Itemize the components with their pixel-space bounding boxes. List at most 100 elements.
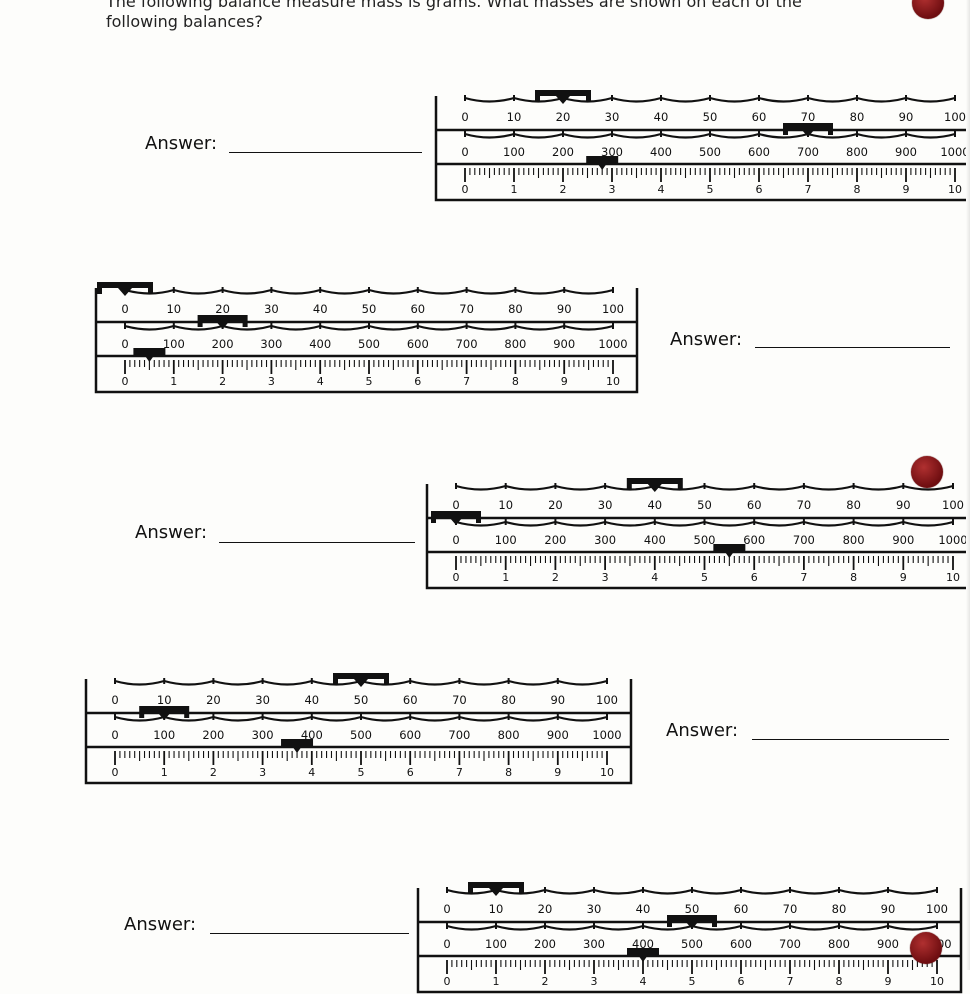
punch-hole-dot <box>911 456 943 488</box>
hundreds-rider[interactable] <box>667 915 717 929</box>
beam-notch-arc <box>654 520 705 527</box>
answer-blank-3[interactable] <box>219 542 415 543</box>
answer-label-5: Answer: <box>124 914 197 935</box>
hundreds-scale-label: 500 <box>681 937 703 951</box>
units-scale-label: 3 <box>259 766 266 779</box>
beam-notch-arc <box>271 324 321 331</box>
beam-notch-arc <box>409 679 460 686</box>
units-scale-label: 10 <box>948 183 962 196</box>
beam-notch-arc <box>455 484 506 491</box>
units-scale-label: 10 <box>930 975 944 988</box>
units-scale-label: 10 <box>606 375 620 388</box>
hundreds-scale-label: 0 <box>452 533 459 547</box>
beam-notch-arc <box>222 324 272 331</box>
beam-notch-arc <box>753 484 805 491</box>
tens-scale-label: 80 <box>850 110 865 124</box>
tens-scale-label: 50 <box>685 902 700 916</box>
units-scale-label: 0 <box>122 375 129 388</box>
tens-scale-label: 60 <box>734 902 749 916</box>
hundreds-rider[interactable] <box>139 706 190 720</box>
hundreds-scale-label: 600 <box>407 337 429 351</box>
hundreds-scale-label: 400 <box>301 728 323 742</box>
beam-notch-arc <box>464 132 515 139</box>
units-rider[interactable] <box>713 544 746 558</box>
instructions-line-2: following balances? <box>106 12 263 31</box>
tens-rider[interactable] <box>468 882 524 896</box>
tens-rider[interactable] <box>626 478 683 492</box>
beam-notch-arc <box>555 484 606 491</box>
units-scale-label: 1 <box>161 766 168 779</box>
beam-notch-arc <box>838 888 889 895</box>
tens-scale-label: 40 <box>313 302 328 316</box>
beam-notch-arc <box>803 520 854 527</box>
tens-scale-label: 50 <box>703 110 718 124</box>
answer-blank-5[interactable] <box>210 933 409 934</box>
beam-notch-arc <box>213 715 263 722</box>
tens-scale-label: 20 <box>206 693 221 707</box>
units-rider[interactable] <box>586 156 619 170</box>
hundreds-scale-label: 100 <box>163 337 185 351</box>
hundreds-scale-label: 800 <box>828 937 850 951</box>
answer-blank-2[interactable] <box>755 347 950 348</box>
tens-rider[interactable] <box>535 90 591 104</box>
beam-notch-arc <box>740 888 791 895</box>
beam-notch-arc <box>114 679 165 686</box>
tens-scale-label: 20 <box>215 302 230 316</box>
tens-scale-label: 70 <box>797 498 812 512</box>
tens-scale-label: 20 <box>548 498 563 512</box>
hundreds-scale-label: 400 <box>309 337 331 351</box>
beam-notch-arc <box>173 288 223 295</box>
tens-scale-label: 70 <box>459 302 474 316</box>
hundreds-scale-label: 400 <box>632 937 654 951</box>
hundreds-rider[interactable] <box>783 123 833 137</box>
answer-label-1: Answer: <box>145 133 218 154</box>
tens-scale-label: 20 <box>538 902 553 916</box>
tens-scale-label: 60 <box>410 302 425 316</box>
hundreds-scale-label: 900 <box>547 728 569 742</box>
answer-blank-1[interactable] <box>229 152 422 153</box>
tens-scale-label: 40 <box>636 902 651 916</box>
hundreds-scale-label: 200 <box>212 337 234 351</box>
units-rider[interactable] <box>281 739 314 753</box>
beam-notch-arc <box>803 484 854 491</box>
units-rider[interactable] <box>627 948 659 962</box>
hundreds-rider[interactable] <box>431 511 481 525</box>
hundreds-scale-label: 1000 <box>940 145 969 159</box>
tens-scale-label: 80 <box>508 302 523 316</box>
units-scale-label: 4 <box>658 183 665 196</box>
tens-rider[interactable] <box>97 282 153 296</box>
units-scale-label: 7 <box>463 375 470 388</box>
beam-notch-arc <box>311 715 362 722</box>
hundreds-scale-label: 200 <box>552 145 574 159</box>
tens-scale-label: 100 <box>596 693 618 707</box>
beam-notch-arc <box>789 888 840 895</box>
tens-scale-label: 30 <box>598 498 613 512</box>
instructions-line-1: The following balance measure mass is gr… <box>106 0 802 11</box>
beam-notch-arc <box>593 924 644 931</box>
units-scale-label: 0 <box>112 766 119 779</box>
tens-rider[interactable] <box>333 673 389 687</box>
units-rider[interactable] <box>133 348 166 362</box>
tens-scale-label: 80 <box>832 902 847 916</box>
hundreds-rider[interactable] <box>197 315 248 329</box>
units-scale-label: 9 <box>561 375 568 388</box>
units-scale-label: 8 <box>512 375 519 388</box>
units-scale-label: 4 <box>651 571 658 584</box>
beam-notch-arc <box>262 715 313 722</box>
beam-notch-arc <box>660 96 711 103</box>
units-scale-label: 0 <box>444 975 451 988</box>
hundreds-scale-label: 900 <box>895 145 917 159</box>
units-scale-label: 7 <box>787 975 794 988</box>
tens-scale-label: 80 <box>501 693 516 707</box>
beam-notch-arc <box>807 132 858 139</box>
beam-notch-arc <box>368 324 419 331</box>
tens-scale-label: 50 <box>697 498 712 512</box>
answer-blank-4[interactable] <box>752 739 949 740</box>
units-scale-label: 8 <box>854 183 861 196</box>
tens-scale-label: 10 <box>489 902 504 916</box>
hundreds-scale-label: 600 <box>399 728 421 742</box>
tens-scale-label: 90 <box>557 302 572 316</box>
units-scale-label: 6 <box>756 183 763 196</box>
